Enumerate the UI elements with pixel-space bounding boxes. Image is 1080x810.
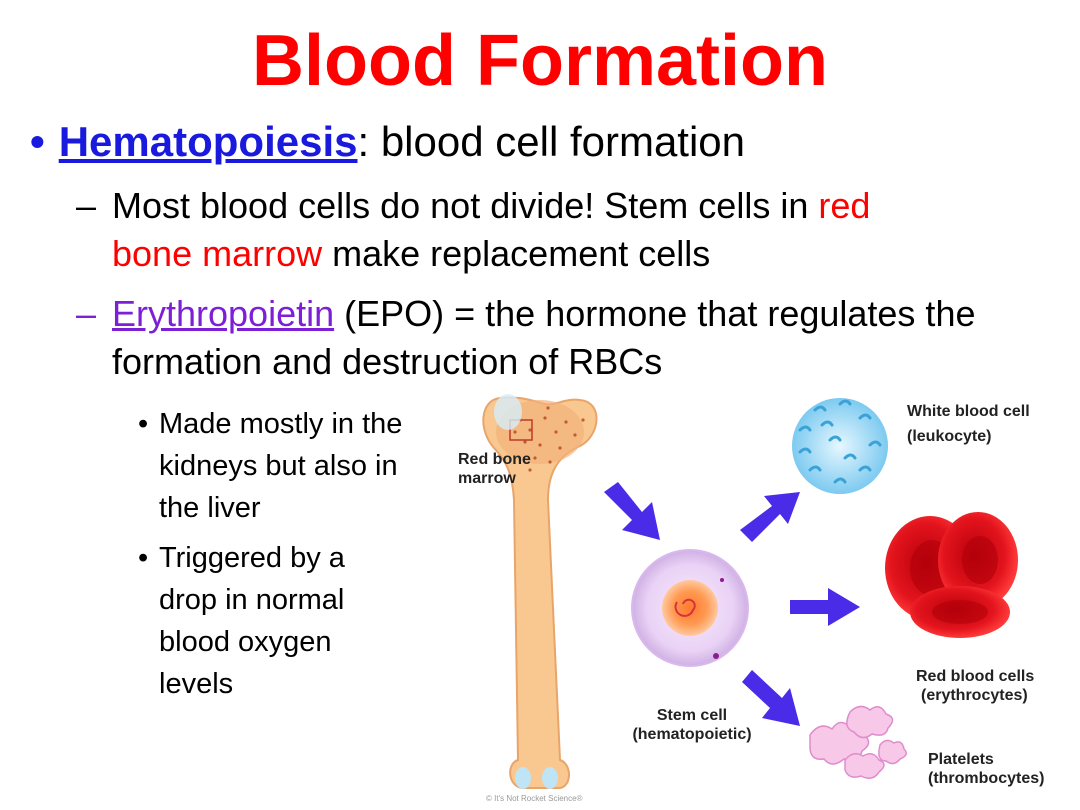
slide-title: Blood Formation [252, 21, 828, 101]
label-wbc: White blood cell [907, 403, 1030, 420]
hematopoiesis-definition: : blood cell formation [357, 118, 746, 165]
label-platelets-sub: (thrombocytes) [928, 770, 1045, 787]
arrow-to-rbc [790, 588, 860, 626]
copyright-text: © It's Not Rocket Science® [486, 794, 583, 803]
point-bullet: • [138, 542, 149, 574]
arrow-to-wbc [740, 492, 800, 542]
replacement-cells-text: make replacement cells [322, 233, 711, 274]
hematopoiesis-link[interactable]: Hematopoiesis [58, 118, 358, 165]
point-kidneys: • Made mostly in the kidneys but also in… [138, 403, 428, 529]
bullet-dot: • [30, 118, 45, 165]
sub-bullet-epo: – Erythropoietin (EPO) = the hormone tha… [76, 290, 1066, 386]
label-wbc-sub: (leukocyte) [907, 428, 992, 445]
stem-cells-text: Most blood cells do not divide! Stem cel… [112, 185, 819, 226]
stem-cell-illustration [631, 549, 749, 667]
label-stem-cell-sub: (hematopoietic) [632, 726, 752, 743]
bone-illustration [482, 394, 598, 789]
epo-definition: (EPO) = the hormone that regulates the f… [112, 293, 976, 382]
arrow-to-platelets [742, 670, 800, 726]
point-bullet: • [138, 408, 149, 440]
label-stem-cell: Stem cell [656, 707, 728, 724]
arrows [604, 482, 860, 726]
bullet-hematopoiesis: • Hematopoiesis: blood cell formation [30, 116, 745, 168]
bone-marrow-text: bone marrow [112, 233, 323, 274]
point-oxygen: • Triggered by a drop in normal blood ox… [138, 537, 408, 705]
sub-bullet-stem-cells: – Most blood cells do not divide! Stem c… [76, 182, 1036, 278]
dash-marker: – [76, 293, 97, 334]
point-text: Made mostly in the kidneys but also in t… [159, 408, 403, 524]
point-text: Triggered by a drop in normal blood oxyg… [159, 542, 345, 700]
arrow-to-stem-cell [604, 482, 660, 540]
label-platelets: Platelets [928, 751, 994, 768]
white-blood-cell-illustration [792, 398, 888, 494]
erythropoietin-link[interactable]: Erythropoietin [112, 293, 335, 334]
label-rbc-sub: (erythrocytes) [921, 687, 1028, 704]
red-word: red [818, 185, 871, 226]
platelets-illustration [809, 705, 907, 779]
dash-marker: – [76, 185, 97, 226]
label-red-bone-marrow: Red bone marrow [458, 451, 531, 487]
red-blood-cells-illustration [885, 512, 1018, 638]
label-rbc: Red blood cells [916, 668, 1035, 685]
